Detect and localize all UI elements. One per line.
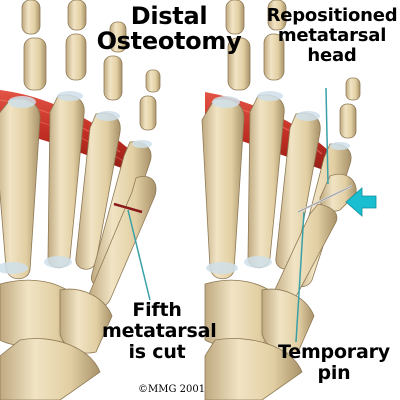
toe-phalanges-right xyxy=(225,0,361,139)
midfoot-bones-right xyxy=(204,279,315,400)
repositioned-line-2: metatarsal xyxy=(277,25,387,46)
repositioned-line-3: head xyxy=(307,45,357,66)
fifth-line-1: Fifth xyxy=(132,299,182,321)
copyright-notice: ©MMG 2001 xyxy=(138,384,206,395)
metatarsals-right xyxy=(201,94,357,312)
title-line-1: Distal xyxy=(130,2,208,30)
pin-line-1: Temporary xyxy=(278,341,390,363)
fifth-leader-line xyxy=(127,209,151,301)
fifth-metatarsal-label: Fifth metatarsal is cut xyxy=(102,299,217,363)
temporary-pin-label: Temporary pin xyxy=(270,342,398,384)
cut-line xyxy=(113,202,143,214)
repositioned-head-label: Repositioned metatarsal head xyxy=(262,6,400,66)
title-line-2: Osteotomy xyxy=(96,27,242,55)
right-foot-panel xyxy=(201,0,377,400)
repositioned-line-1: Repositioned xyxy=(266,5,398,26)
pin-leader-line xyxy=(295,211,305,343)
fifth-line-2: metatarsal xyxy=(102,320,217,342)
midfoot-bones xyxy=(0,279,113,400)
diagram-title: Distal Osteotomy xyxy=(84,4,254,54)
fifth-line-3: is cut xyxy=(128,341,186,363)
repositioned-leader-line xyxy=(325,87,329,185)
toe-phalanges xyxy=(21,0,161,131)
metatarsals xyxy=(0,94,157,308)
pin-line-2: pin xyxy=(317,362,351,384)
direction-arrow-icon xyxy=(345,187,377,217)
left-foot-panel xyxy=(0,0,161,400)
